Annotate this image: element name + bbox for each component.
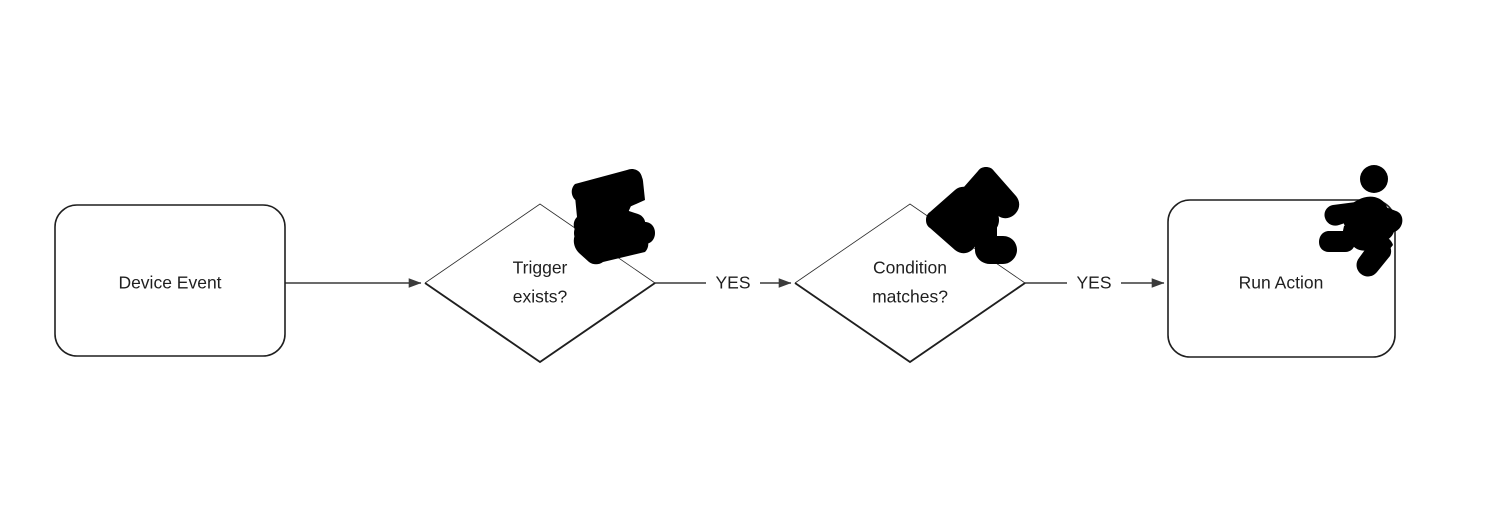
node-condition-matches[interactable]: Condition matches?	[794, 167, 1026, 364]
node-trigger-exists[interactable]: Trigger exists?	[424, 168, 656, 364]
branch-fork-icon	[926, 167, 1020, 264]
run-action-label: Run Action	[1239, 273, 1324, 293]
runner-rear-ankle	[1341, 226, 1360, 242]
edge-condition-to-action: YES	[1025, 273, 1165, 293]
condition-matches-label-line1: Condition	[873, 258, 947, 278]
edge-label-yes-2: YES	[1076, 273, 1111, 293]
runner-back-arm	[1324, 202, 1360, 226]
condition-diamond-bottom-edges	[794, 282, 1026, 364]
edge-trigger-to-condition: YES	[655, 273, 792, 293]
device-event-label: Device Event	[118, 273, 221, 293]
lightning-bolt-tail	[584, 232, 618, 260]
edge-label-yes-1: YES	[715, 273, 750, 293]
condition-matches-label-line2: matches?	[872, 287, 948, 307]
runner-front-leg	[1356, 239, 1392, 277]
trigger-exists-label-line1: Trigger	[513, 258, 568, 278]
node-run-action[interactable]: Run Action	[1167, 165, 1403, 358]
runner-head	[1360, 165, 1388, 193]
trigger-diamond-bottom-edges	[424, 282, 656, 364]
device-event-shape[interactable]	[54, 204, 286, 357]
lightning-bolt-tip	[606, 170, 645, 216]
trigger-exists-label-line2: exists?	[513, 287, 568, 307]
lightning-bolt-icon	[571, 168, 655, 265]
running-person-icon	[1319, 165, 1403, 277]
node-device-event[interactable]: Device Event	[54, 204, 286, 357]
runner-front-arm	[1374, 206, 1403, 233]
branch-left-arrowhead	[926, 186, 978, 254]
